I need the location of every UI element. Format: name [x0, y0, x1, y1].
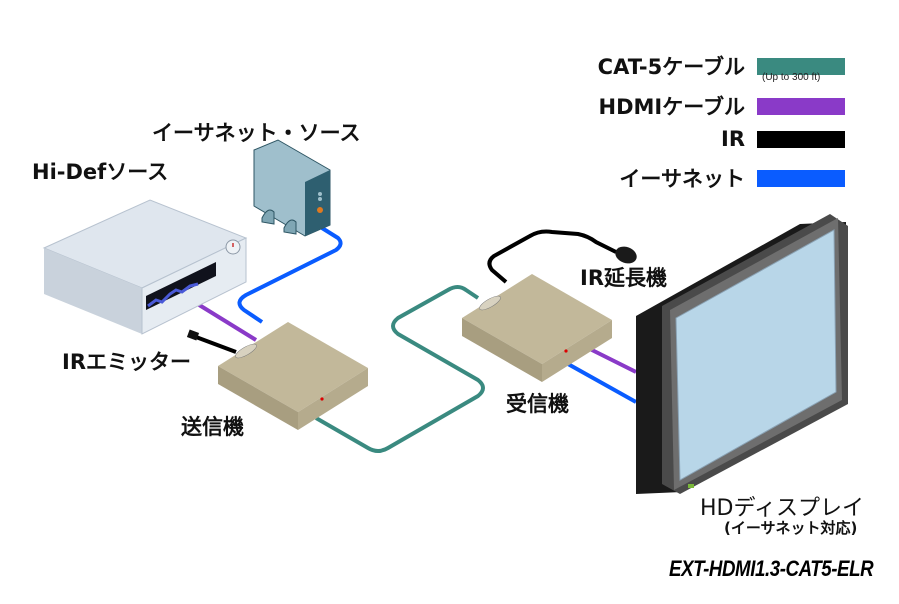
legend-note-cat5: (Up to 300 ft): [762, 72, 821, 83]
ethernet-cable-source: [237, 226, 343, 324]
legend-swatch-ir: [757, 130, 845, 148]
label-hidef-source: Hi-Defソース: [32, 160, 169, 184]
label-hd-display-note: (イーサネット対応): [724, 519, 858, 537]
ir-extender-cable: [487, 229, 617, 284]
label-ir-extender: IR延長機: [580, 266, 667, 290]
legend-label: IR: [721, 127, 745, 151]
legend-swatch-cat5: [757, 57, 845, 75]
label-ethernet-source: イーサネット・ソース: [152, 121, 361, 145]
transmitter-device: [218, 322, 368, 430]
cat5-cable: [315, 285, 485, 453]
model-number: EXT-HDMI1.3-CAT5-ELR: [668, 556, 874, 581]
hd-display-device: [636, 214, 848, 494]
hdmi-cable-display: [587, 346, 637, 374]
ethernet-source-device: [253, 139, 331, 237]
legend-label: CAT-5ケーブル: [597, 55, 745, 79]
ir-emitter-cable: [195, 335, 237, 354]
legend-swatch-ethernet: [757, 169, 845, 187]
label-hd-display: HDディスプレイ: [700, 496, 864, 521]
legend-label: イーサネット: [619, 167, 745, 191]
legend-item-ethernet: イーサネット: [619, 163, 845, 193]
legend-item-cat5: CAT-5ケーブル: [598, 51, 845, 81]
label-receiver: 受信機: [506, 392, 569, 416]
label-ir-emitter: IRエミッター: [62, 350, 191, 374]
ethernet-cable-display: [567, 362, 637, 404]
legend-item-hdmi: HDMIケーブル: [599, 91, 845, 121]
label-transmitter: 送信機: [181, 415, 244, 439]
legend-label: HDMIケーブル: [598, 95, 745, 119]
hidef-source-device: [42, 199, 248, 335]
legend-swatch-hdmi: [757, 97, 845, 115]
ir-extender-eye: [615, 246, 637, 264]
receiver-device: [462, 274, 612, 382]
legend-item-ir: IR: [721, 127, 845, 151]
ir-emitter-head: [186, 329, 200, 341]
